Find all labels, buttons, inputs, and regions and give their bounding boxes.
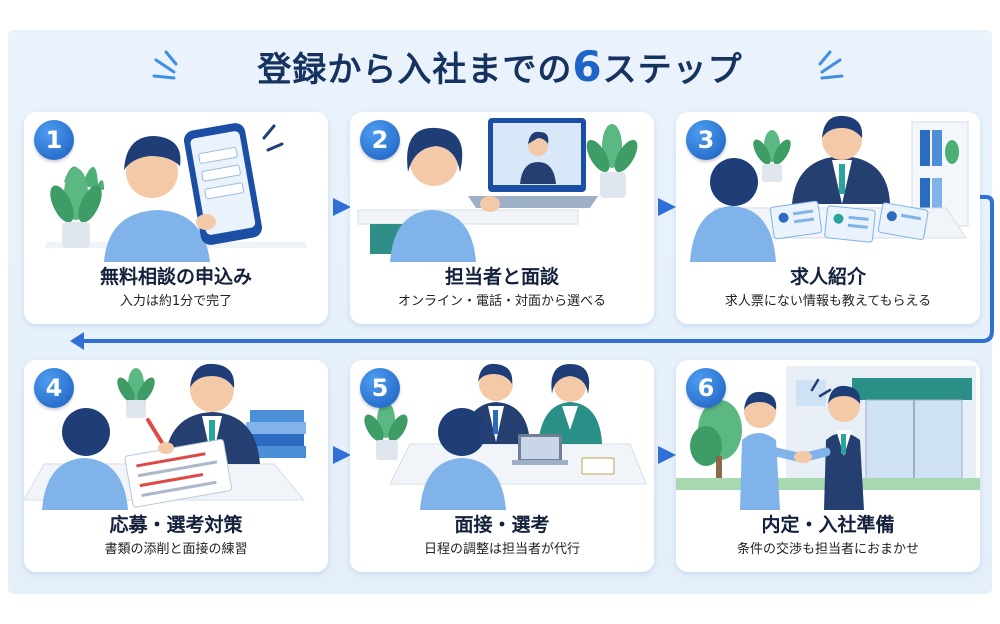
title-number: 6 [572, 42, 603, 91]
title-main: 登録から入社までの [257, 50, 573, 90]
arrow-right-icon [333, 446, 351, 464]
step-subtitle: 求人票にない情報も教えてもらえる [724, 294, 932, 309]
page-title: 登録から入社までの6ステップ [0, 42, 1000, 91]
arrow-right-icon [658, 198, 676, 216]
step-card-2: 2 担当者と面談 オンライン・電話・対面から選べる [350, 112, 654, 324]
step-number-badge: 5 [360, 368, 400, 408]
step-title: 応募・選考対策 [109, 514, 243, 536]
handshake-icon [676, 366, 980, 510]
step-subtitle: 入力は約1分で完了 [119, 294, 233, 309]
step-title: 求人紹介 [789, 266, 866, 288]
step-subtitle: 日程の調整は担当者が代行 [423, 542, 580, 557]
interview-table-icon [364, 363, 647, 510]
smartphone-form-icon [46, 123, 306, 262]
step-title: 内定・入社準備 [761, 514, 895, 536]
job-cards-icon [690, 115, 969, 262]
arrow-right-icon [333, 198, 351, 216]
step-card-4: 4 応募・選考対策 書類の添削と面接の練習 [24, 360, 328, 572]
step-title: 面接・選考 [454, 514, 550, 536]
step-subtitle: 条件の交渉も担当者におまかせ [736, 542, 919, 557]
title-tail: ステップ [602, 50, 743, 90]
step-card-3: 3 求人紹介 求人票にない情報も教えてもらえる [676, 112, 980, 324]
step-subtitle: 書類の添削と面接の練習 [104, 542, 248, 557]
laptop-video-call-icon [357, 118, 638, 262]
document-correction-icon [24, 363, 306, 510]
step-number-badge: 2 [360, 120, 400, 160]
row-connector-arrow [70, 195, 994, 350]
arrow-right-icon [658, 446, 676, 464]
step-number-badge: 4 [34, 368, 74, 408]
step-card-6: 6 内定・入社準備 条件の交渉も担当者におまかせ [676, 360, 980, 572]
step-number-badge: 3 [686, 120, 726, 160]
step-subtitle: オンライン・電話・対面から選べる [397, 294, 606, 309]
step-number-badge: 1 [34, 120, 74, 160]
step-title: 担当者と面談 [444, 266, 559, 288]
step-card-5: 5 面接・選考 日程の調整は担当者が代行 [350, 360, 654, 572]
step-title: 無料相談の申込み [99, 266, 252, 288]
step-card-1: 1 無料相談の申込み 入力は約1分で完了 [24, 112, 328, 324]
step-number-badge: 6 [686, 368, 726, 408]
title-sparkle-right-icon [818, 50, 844, 80]
title-sparkle-left-icon [152, 50, 178, 80]
